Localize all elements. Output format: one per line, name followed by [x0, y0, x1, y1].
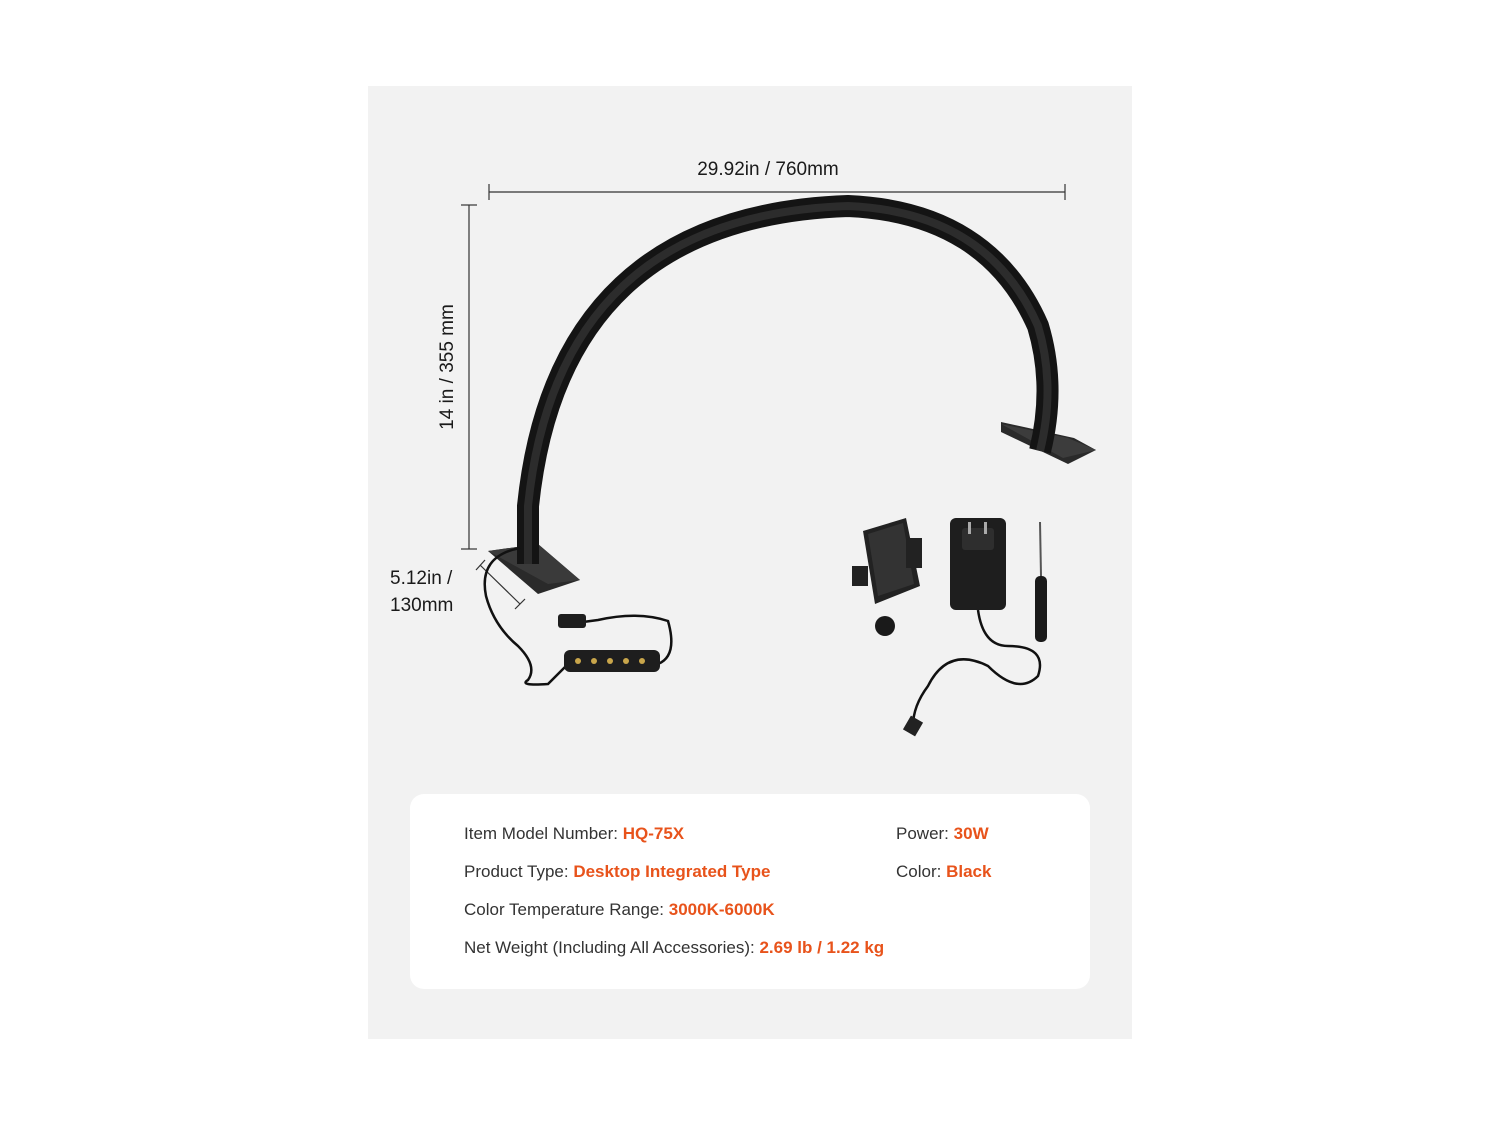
arch-lamp-illustration	[517, 194, 1059, 564]
spec-weight: Net Weight (Including All Accessories): …	[464, 938, 884, 958]
width-dimension-line	[488, 184, 1066, 200]
height-dimension-label: 14 in / 355 mm	[437, 304, 458, 430]
spec-power-value: 30W	[953, 824, 989, 843]
spec-type-label: Product Type:	[464, 862, 569, 881]
spec-power-label: Power:	[896, 824, 949, 843]
spec-weight-label: Net Weight (Including All Accessories):	[464, 938, 755, 957]
spec-type: Product Type: Desktop Integrated Type	[464, 862, 770, 882]
spec-power: Power: 30W	[896, 824, 989, 844]
spec-card: Item Model Number: HQ-75X Power: 30W Pro…	[410, 794, 1090, 989]
spec-color-label: Color:	[896, 862, 942, 881]
spec-model: Item Model Number: HQ-75X	[464, 824, 684, 844]
depth-label-line1: 5.12in /	[390, 568, 453, 589]
phone-holder-icon	[852, 518, 922, 636]
power-adapter-icon	[902, 518, 1042, 737]
screwdriver-icon	[1035, 521, 1047, 642]
spec-model-label: Item Model Number:	[464, 824, 618, 843]
lamp-dimension-drawing	[461, 184, 1096, 737]
spec-temp-value: 3000K-6000K	[668, 900, 775, 919]
spec-temp: Color Temperature Range: 3000K-6000K	[464, 900, 775, 920]
height-dimension-line	[461, 204, 477, 550]
spec-type-value: Desktop Integrated Type	[573, 862, 771, 881]
spec-color: Color: Black	[896, 862, 991, 882]
spec-model-value: HQ-75X	[622, 824, 685, 843]
width-dimension-label: 29.92in / 760mm	[697, 159, 839, 180]
depth-dimension-label: 5.12in / 130mm	[390, 565, 453, 619]
spec-color-value: Black	[946, 862, 992, 881]
spec-weight-value: 2.69 lb / 1.22 kg	[759, 938, 885, 957]
spec-temp-label: Color Temperature Range:	[464, 900, 665, 919]
depth-label-line2: 130mm	[390, 595, 454, 616]
